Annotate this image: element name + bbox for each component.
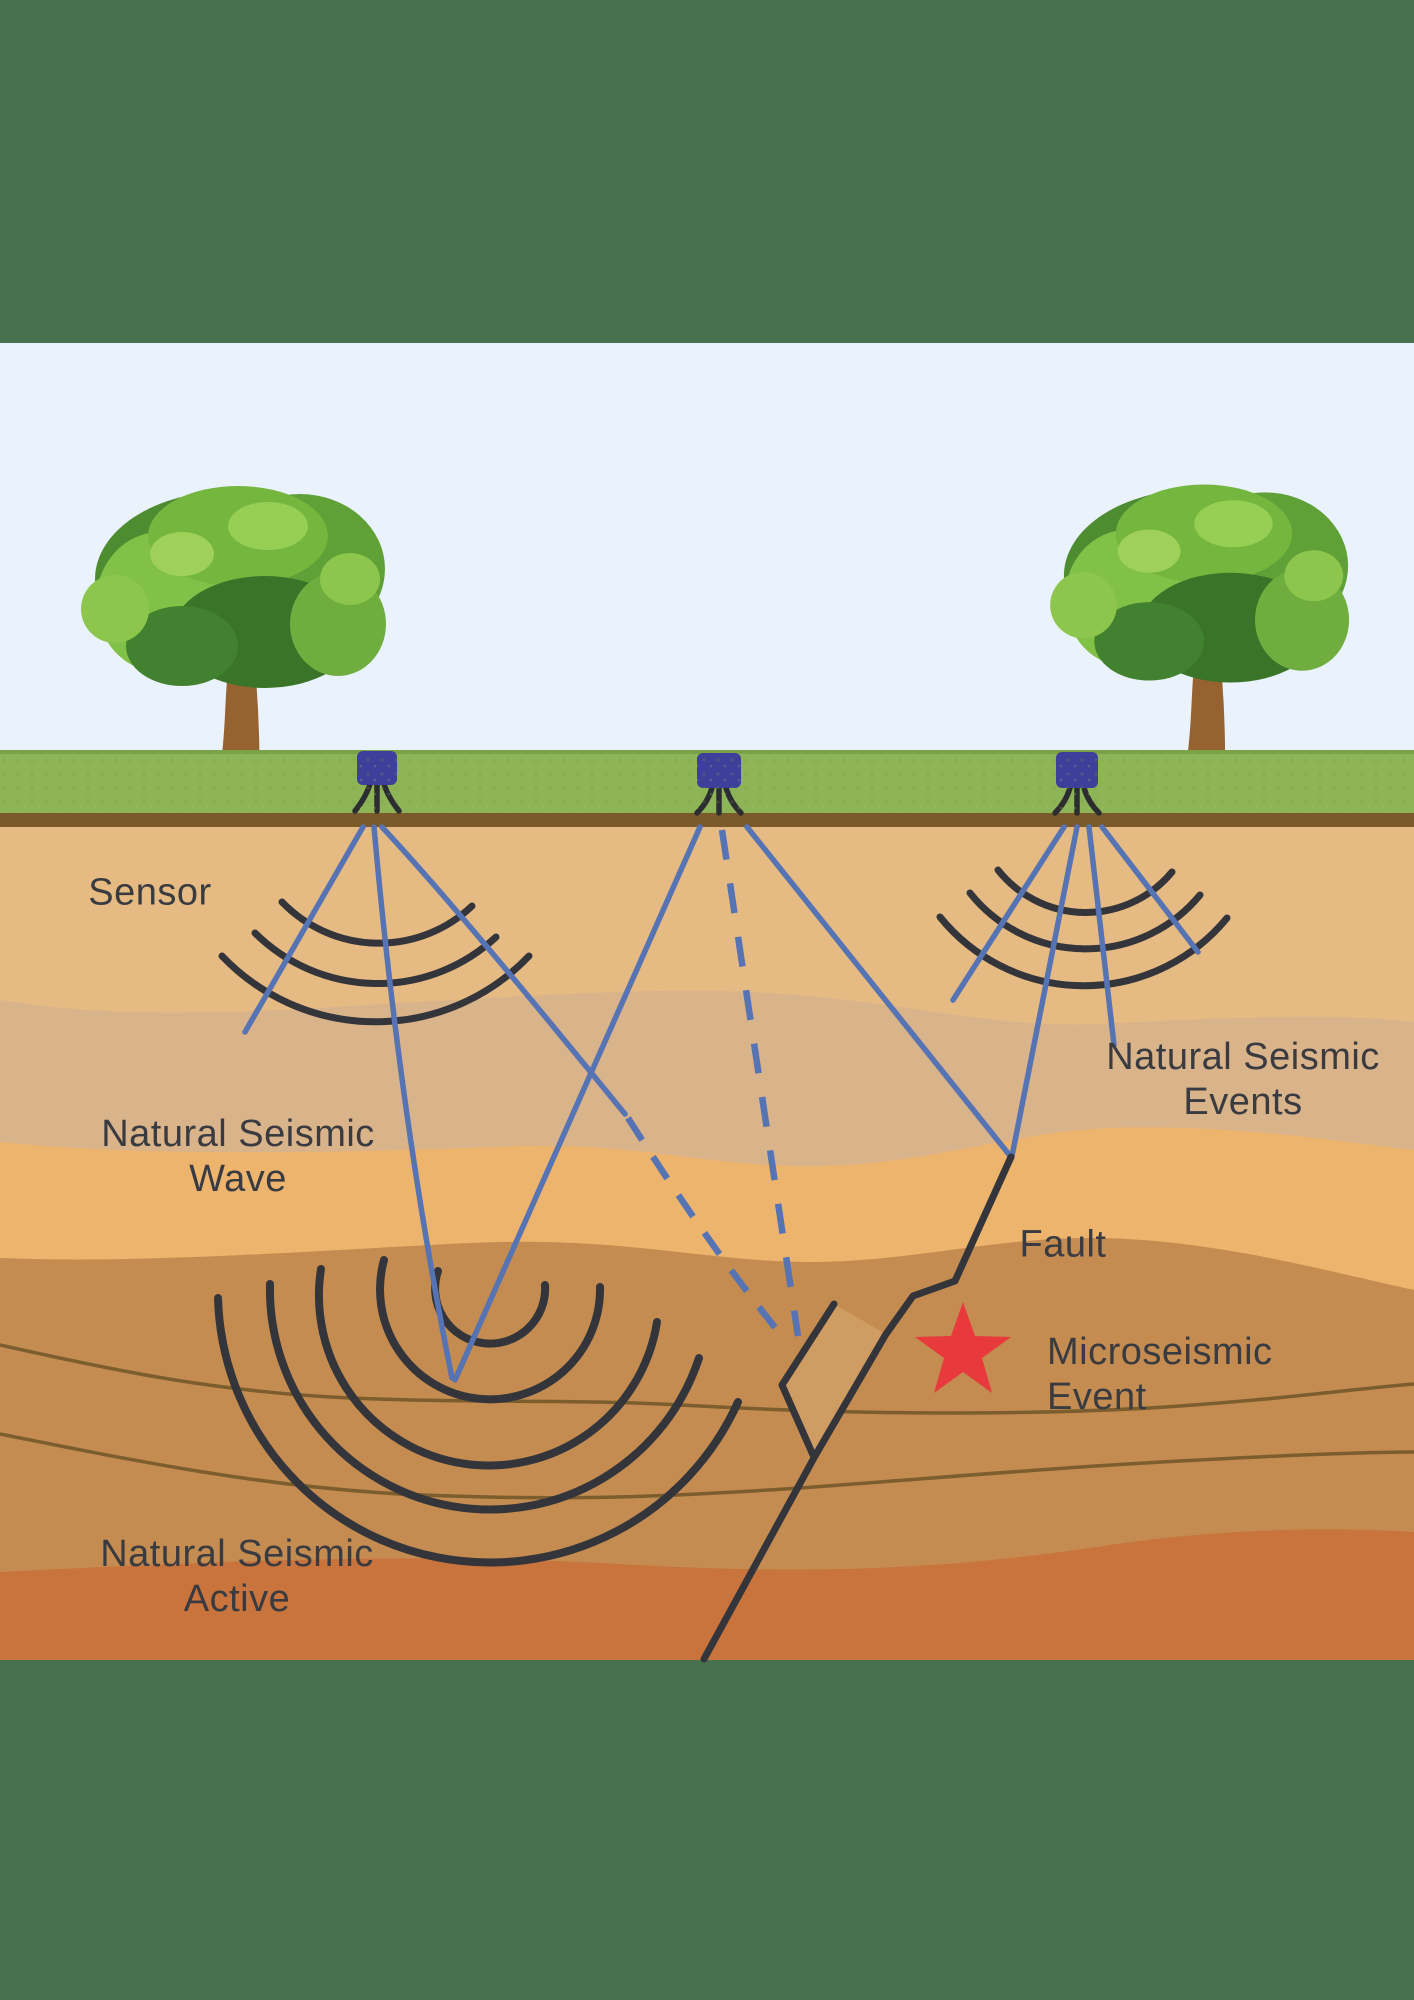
wave-arc bbox=[315, 1265, 661, 1470]
wave-arc bbox=[278, 898, 476, 947]
dashed-ray-to-microseismic-event bbox=[625, 1116, 788, 1343]
sensor-label-text: Sensor bbox=[88, 871, 212, 914]
ray-right-sensor-a bbox=[950, 824, 1067, 1003]
wave-arc bbox=[376, 1256, 605, 1404]
fault-label-text: Fault bbox=[1019, 1223, 1107, 1266]
natural-seismic-events-line2: Events bbox=[1183, 1081, 1303, 1123]
fault-lines bbox=[700, 1153, 1015, 1663]
ray-middle-sensor-to-fault bbox=[744, 824, 1014, 1160]
wave-arc bbox=[251, 929, 500, 987]
fault-main-line bbox=[700, 1153, 1015, 1663]
tree-left bbox=[81, 486, 386, 775]
natural-seismic-wave-line2: Wave bbox=[189, 1158, 287, 1200]
ray-right-sensor-d bbox=[1099, 824, 1201, 955]
natural-seismic-events-label: Natural Seismic Events bbox=[1106, 1035, 1380, 1125]
grass-top-edge bbox=[0, 750, 1414, 754]
tree-right bbox=[1050, 484, 1350, 768]
wave-arc bbox=[218, 952, 533, 1026]
microseismic-event-line2: Event bbox=[1047, 1376, 1147, 1418]
wave-arc bbox=[265, 1280, 703, 1514]
natural-seismic-events-line1: Natural Seismic bbox=[1106, 1036, 1380, 1078]
sensor-label: Sensor bbox=[88, 871, 211, 916]
natural-seismic-active-line2: Active bbox=[183, 1578, 291, 1620]
microseismic-event-star-icon bbox=[915, 1302, 1011, 1393]
fault-wedge bbox=[782, 1304, 886, 1456]
dashed-ray-lines bbox=[625, 829, 802, 1343]
natural-seismic-wave-line1: Natural Seismic bbox=[101, 1113, 375, 1155]
seismic-ray-lines bbox=[242, 824, 1201, 1383]
ray-left-sensor-a bbox=[242, 824, 366, 1035]
tree-canopy bbox=[81, 486, 386, 688]
natural-seismic-active-line1: Natural Seismic bbox=[100, 1533, 374, 1575]
soil-layer-5 bbox=[0, 1529, 1414, 1660]
top-frame-band bbox=[0, 0, 1414, 343]
fault-branch-line bbox=[778, 1300, 838, 1459]
natural-seismic-wave-label: Natural Seismic Wave bbox=[101, 1112, 375, 1202]
natural-seismic-active-label: Natural Seismic Active bbox=[100, 1532, 374, 1622]
wave-arc bbox=[214, 1294, 742, 1567]
topsoil-stripe bbox=[0, 813, 1414, 827]
left-sensor-wave-arcs bbox=[218, 898, 533, 1026]
strata-line bbox=[0, 1432, 1414, 1500]
microseismic-event-label: Microseismic Event bbox=[1047, 1330, 1273, 1420]
ray-right-sensor-c bbox=[1086, 824, 1117, 1048]
ray-left-sensor-to-deep-event bbox=[371, 824, 455, 1381]
ray-middle-sensor-to-deep-event bbox=[452, 824, 703, 1383]
grass-texture bbox=[0, 754, 1414, 813]
deep-wavefront-arcs bbox=[214, 1256, 742, 1567]
microseismic-event-line1: Microseismic bbox=[1047, 1331, 1273, 1373]
bottom-frame-band bbox=[0, 1656, 1414, 2000]
fault-label: Fault bbox=[1020, 1223, 1107, 1268]
ray-right-sensor-to-fault bbox=[1009, 824, 1080, 1159]
wave-arc bbox=[936, 913, 1231, 990]
tree-canopy bbox=[1050, 484, 1350, 683]
